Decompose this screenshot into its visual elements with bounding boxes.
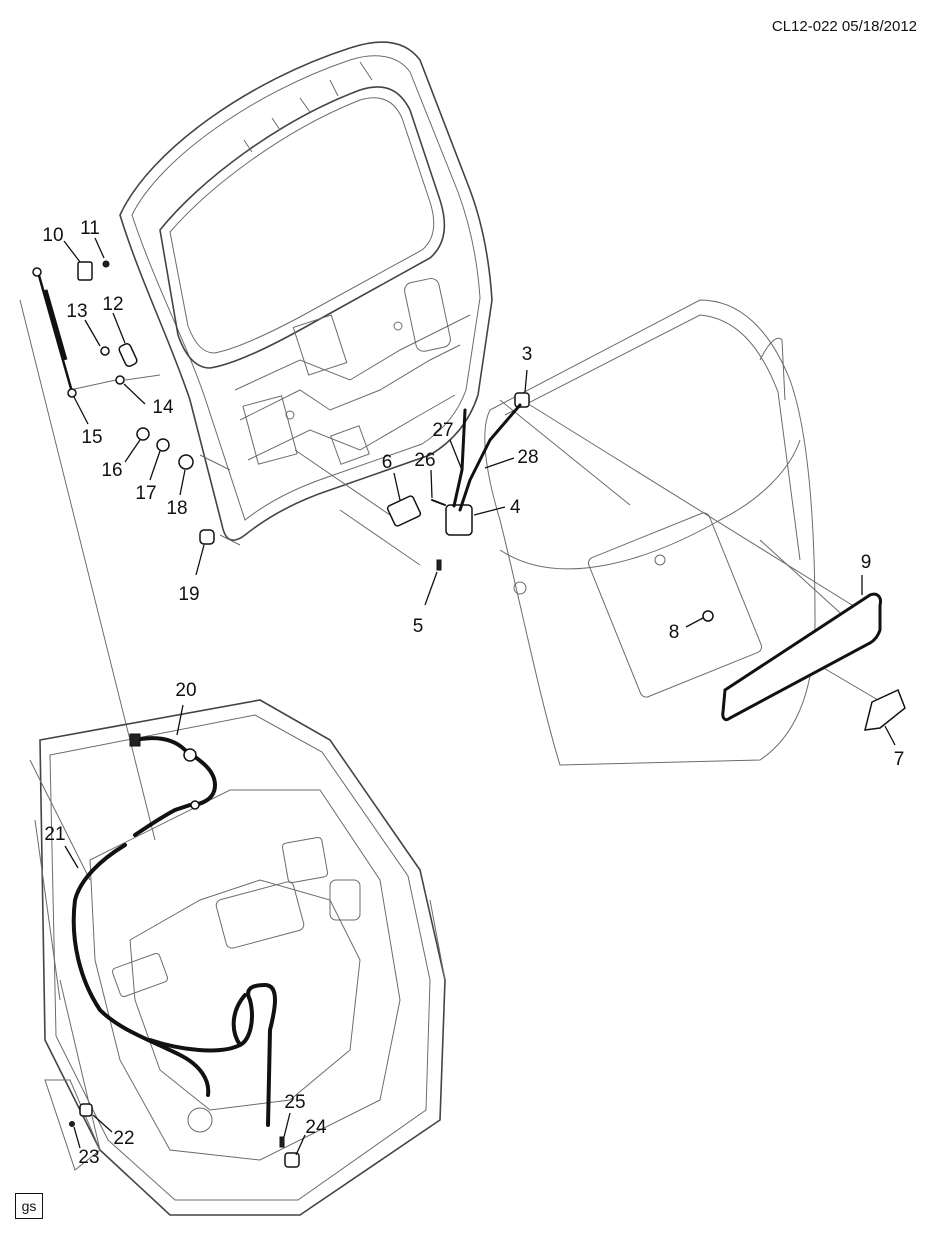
callout-11: 11 — [80, 218, 100, 239]
wiring-harness-21 — [71, 843, 277, 1127]
callout-23: 23 — [78, 1147, 99, 1168]
callout-3: 3 — [522, 344, 533, 365]
gs-badge: gs — [15, 1193, 43, 1219]
callout-6: 6 — [382, 452, 393, 473]
callout-4: 4 — [510, 497, 521, 518]
callout-15: 15 — [81, 427, 102, 448]
callout-7: 7 — [894, 749, 905, 770]
callout-8: 8 — [669, 622, 680, 643]
callout-5: 5 — [413, 616, 424, 637]
callout-labels: 3 4 5 6 7 8 9 10 11 12 13 14 15 16 17 18… — [42, 218, 904, 1168]
callout-14: 14 — [152, 397, 174, 418]
callout-22: 22 — [113, 1128, 134, 1149]
callout-27: 27 — [432, 420, 453, 441]
callout-24: 24 — [305, 1117, 327, 1138]
callout-25: 25 — [284, 1092, 305, 1113]
callout-21: 21 — [44, 824, 65, 845]
vehicle-body-cargo-area — [29, 699, 446, 1216]
callout-19: 19 — [178, 584, 199, 605]
liftgate-outer-panel — [484, 299, 816, 766]
liftgate-inner-panel — [119, 41, 493, 541]
projection-lines — [19, 299, 896, 841]
callout-13: 13 — [66, 301, 87, 322]
callout-26: 26 — [414, 450, 435, 471]
diagram-reference-code: CL12-022 05/18/2012 — [771, 18, 917, 35]
leader-lines — [63, 237, 896, 1156]
gas-strut — [32, 267, 77, 398]
hardware-parts — [69, 260, 714, 1168]
callout-20: 20 — [175, 680, 196, 701]
callout-16: 16 — [101, 460, 122, 481]
callout-28: 28 — [517, 447, 538, 468]
callout-12: 12 — [102, 294, 123, 315]
callout-17: 17 — [135, 483, 156, 504]
callout-10: 10 — [42, 225, 63, 246]
wiring-harness-20 — [129, 733, 217, 837]
callout-18: 18 — [166, 498, 187, 519]
applique-and-emblem — [721, 592, 906, 731]
callout-9: 9 — [861, 552, 872, 573]
